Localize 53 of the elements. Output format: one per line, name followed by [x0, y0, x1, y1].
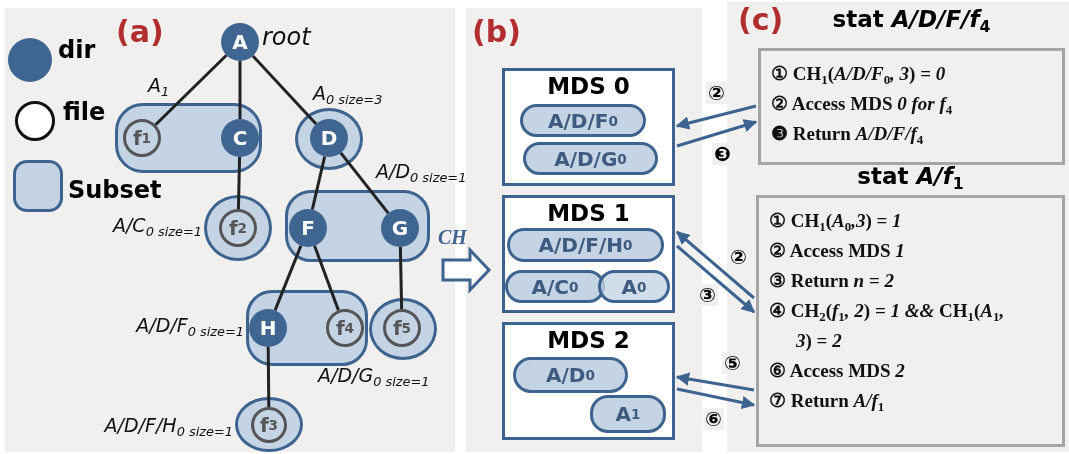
subset-label: A$_{0 size=3}$ [313, 81, 383, 106]
legend-text: file [63, 98, 106, 126]
subset-label: A/C$_{0 size=1}$ [112, 213, 202, 238]
tree-line [251, 54, 318, 126]
step-text: ① CH$_{1}$(A/D/F$_{0}$, 3) = 0 [771, 62, 946, 89]
step-text: ⑥ Access MDS 2 [769, 359, 905, 383]
tree-line [236, 156, 242, 210]
edge-label: ⑥ [703, 408, 724, 430]
edge-label: ③ [697, 284, 718, 306]
arrow [676, 387, 756, 410]
step-text: ② Access MDS 1 [769, 239, 905, 263]
edge-label: ② [706, 82, 727, 104]
tree-line [398, 246, 404, 310]
arrow [675, 372, 755, 392]
arrow [676, 119, 758, 148]
server-box [502, 68, 675, 186]
server-box [502, 195, 675, 313]
tree-line [310, 156, 327, 210]
tree-line [273, 245, 303, 311]
server-title: MDS 2 [547, 327, 630, 353]
tree-line [154, 54, 228, 126]
node-caption: root [262, 24, 311, 50]
arrow-label: CH [438, 226, 467, 249]
panel-label: (b) [472, 14, 521, 49]
step-text: ④ CH$_{2}$(f$_{1}$, 2) = 1 && CH$_{1}$(A$_{1}$, 3) = 2 [769, 299, 1006, 353]
query-title: stat A/f$_{1}$ [857, 163, 964, 189]
server-title: MDS 0 [547, 73, 630, 99]
tree-line [339, 152, 390, 214]
panel-label: (a) [116, 14, 164, 49]
legend-text: dir [58, 36, 96, 64]
subset-label: A/D$_{0 size=1}$ [376, 159, 467, 184]
legend-text: Subset [68, 176, 162, 204]
subset-label: A$_{1}$ [148, 73, 170, 98]
server-title: MDS 1 [547, 200, 630, 226]
subset-label: A/D/F/H$_{0 size=1}$ [104, 413, 233, 438]
panel-label: (c) [738, 2, 784, 37]
arrow [676, 230, 755, 300]
step-text: ① CH$_{1}$(A$_{0}$,3) = 1 [769, 209, 902, 236]
edge-label: ⑤ [722, 352, 743, 374]
step-text: ③ Return n = 2 [769, 269, 894, 293]
subset-label: A/D/F$_{0 size=1}$ [136, 313, 244, 338]
tree-line [238, 61, 242, 119]
query-title: stat A/D/F/f$_{4}$ [832, 6, 991, 32]
step-text: ❸ Return A/D/F/f$_{4}$ [771, 122, 924, 149]
subset-label: A/D/G$_{0 size=1}$ [318, 363, 430, 388]
arrow [676, 244, 755, 314]
tree-line [266, 347, 271, 407]
server-box [502, 322, 675, 440]
step-text: ② Access MDS 0 for f$_{4}$ [771, 92, 953, 119]
tree-line [313, 245, 340, 311]
step-text: ⑦ Return A/f$_{1}$ [769, 389, 885, 416]
arrow [675, 104, 757, 130]
edge-label: ❸ [712, 143, 733, 165]
